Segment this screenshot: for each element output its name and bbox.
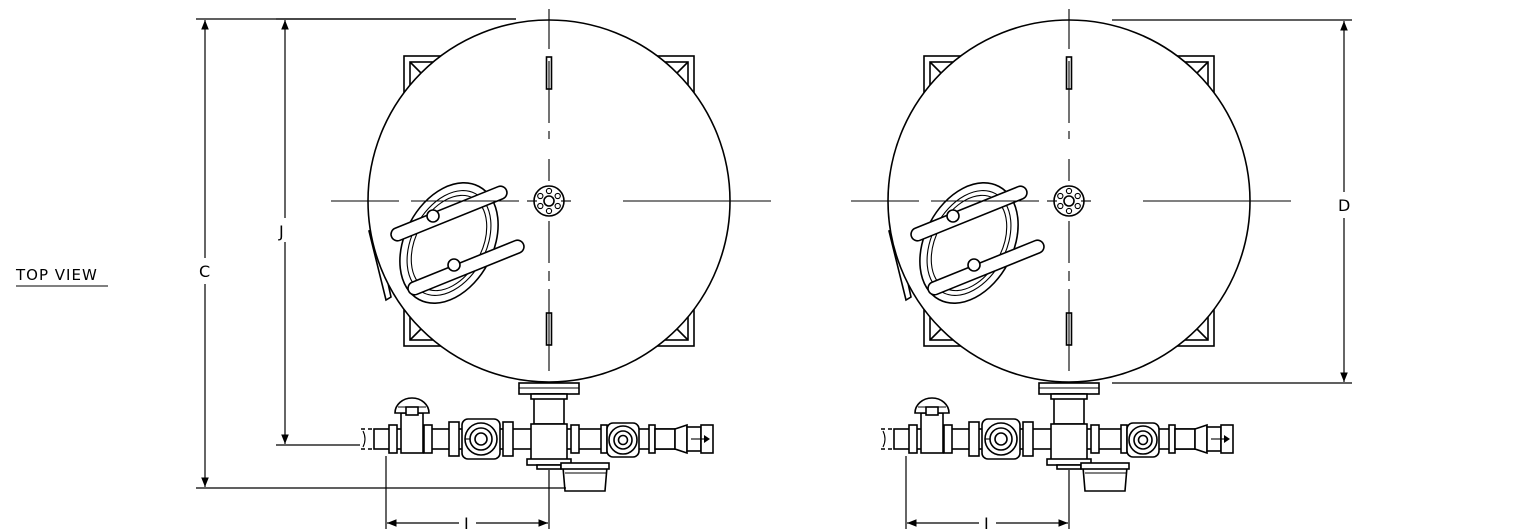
- dimension-j: [276, 18, 516, 446]
- dimension-i-left-label: I: [464, 514, 469, 529]
- dimension-d-label: D: [1338, 196, 1350, 215]
- tank-assembly-left: [330, 8, 772, 492]
- dimension-c-label: C: [199, 262, 210, 281]
- view-title: TOP VIEW: [15, 266, 98, 284]
- tank-assembly-right: [850, 8, 1292, 492]
- dimension-i-left: [385, 456, 550, 529]
- dimension-i-right: [905, 456, 1070, 529]
- dimension-j-label: J: [278, 222, 284, 241]
- dimension-d: [1112, 19, 1352, 384]
- dimension-i-right-label: I: [984, 514, 989, 529]
